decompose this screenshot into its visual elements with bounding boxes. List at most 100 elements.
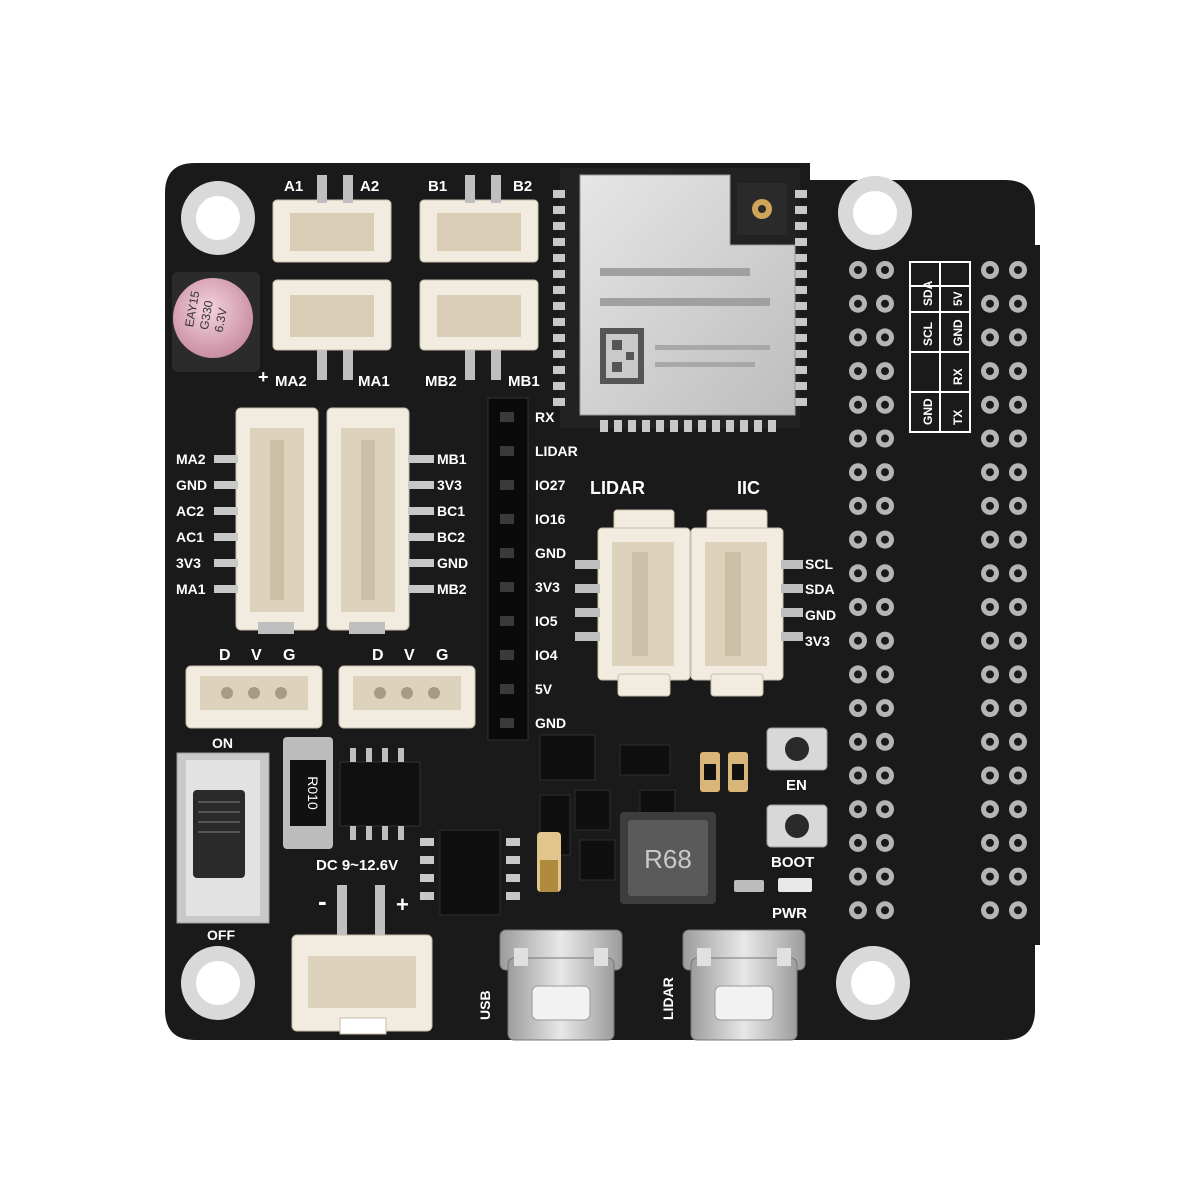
uart-cell: SDA (921, 280, 935, 306)
iic-connector-label: IIC (737, 478, 760, 498)
gpio-pin (1009, 631, 1027, 650)
gpio-pin (1009, 261, 1027, 279)
shunt-resistor: R010 (283, 737, 333, 849)
inductor-marking: R68 (644, 844, 692, 874)
header-label: LIDAR (535, 443, 578, 459)
module-pad (642, 420, 650, 432)
module-pad (553, 318, 565, 326)
connector-pin (408, 507, 434, 515)
header-pin (500, 514, 514, 524)
module-pad (795, 286, 807, 294)
gpio-pin (1009, 598, 1027, 616)
connector-pin (214, 559, 238, 567)
gpio-pin (876, 800, 894, 819)
motor-connector-a (272, 175, 392, 380)
gpio-pin (981, 294, 999, 313)
gpio-pin (849, 833, 867, 852)
power-inductor: R68 (620, 812, 716, 904)
uart-cell: SCL (921, 322, 935, 346)
header-pin (500, 582, 514, 592)
gpio-pin (981, 362, 999, 381)
servo-label-v: V (404, 647, 415, 664)
power-plus-label: + (396, 892, 409, 917)
gpio-pin (981, 530, 999, 549)
module-pad (553, 382, 565, 390)
module-pad (553, 366, 565, 374)
gpio-pin (876, 833, 894, 852)
module-pad (553, 238, 565, 246)
gpio-pin (1009, 496, 1027, 515)
encoder-connector-b (326, 407, 410, 634)
module-pad (795, 334, 807, 342)
gpio-pin (1009, 463, 1027, 482)
gpio-pin (1009, 901, 1027, 920)
connector-pin (408, 559, 434, 567)
module-pad (670, 420, 678, 432)
gpio-pin (876, 564, 894, 583)
module-pad (795, 270, 807, 278)
module-pad (740, 420, 748, 432)
gpio-pin (1009, 564, 1027, 583)
module-pad (656, 420, 664, 432)
usb-c-port[interactable] (499, 929, 623, 1041)
header-label: 5V (535, 681, 553, 697)
gpio-pin (876, 631, 894, 650)
header-pin (500, 650, 514, 660)
gpio-pin (876, 429, 894, 448)
module-pad (795, 398, 807, 406)
header-label: 3V3 (535, 579, 560, 595)
capacitor-plus-label: + (258, 367, 269, 387)
driver-ic (339, 748, 421, 840)
capacitor-marking-3: 6.3V (212, 307, 230, 334)
header-pin (500, 718, 514, 728)
module-pad (553, 286, 565, 294)
module-pad (726, 420, 734, 432)
module-pad (795, 382, 807, 390)
connector-pin (408, 533, 434, 541)
gpio-header-40 (849, 261, 1027, 920)
servo-label-d: D (219, 647, 231, 664)
gpio-pin (876, 901, 894, 920)
module-pad (614, 420, 622, 432)
servo-connector (338, 665, 476, 729)
power-connector (291, 885, 433, 1035)
module-pad (553, 398, 565, 406)
header-label: GND (535, 715, 566, 731)
motor-connector-b (419, 175, 539, 380)
lidar-usb-c-port[interactable] (682, 929, 806, 1041)
en-button-label: EN (786, 777, 807, 794)
module-pad (795, 238, 807, 246)
lidar-connector (575, 509, 691, 697)
gpio-pin (981, 699, 999, 718)
power-led-icon (778, 878, 812, 892)
iic-connector (690, 509, 803, 697)
servo-label-g: G (436, 647, 448, 664)
gpio-pin (849, 631, 867, 650)
switch-off-label: OFF (207, 927, 235, 943)
boot-button[interactable] (766, 804, 828, 848)
boot-button-label: BOOT (771, 854, 814, 871)
en-button[interactable] (766, 727, 828, 771)
gpio-pin (849, 766, 867, 785)
header-label: IO5 (535, 613, 558, 629)
gpio-pin (981, 867, 999, 886)
electrolytic-capacitor: EAY15 G330 6.3V (172, 272, 260, 372)
header-pin (500, 616, 514, 626)
gpio-pin (876, 665, 894, 684)
gpio-pin (876, 530, 894, 549)
gpio-pin (849, 665, 867, 684)
pin-label-left: MA1 (176, 581, 206, 597)
gpio-pin (876, 362, 894, 381)
power-switch (176, 752, 270, 924)
lidar-port-label: LIDAR (660, 977, 676, 1020)
usb-port-label: USB (477, 990, 493, 1020)
uart-cell: 5V (951, 291, 965, 306)
module-pad (553, 302, 565, 310)
capacitor-marking-2: G330 (197, 299, 216, 331)
gpio-pin (981, 429, 999, 448)
gpio-pin (849, 732, 867, 751)
smd-resistor (734, 880, 764, 892)
connector-pin (214, 481, 238, 489)
gpio-pin (849, 261, 867, 279)
